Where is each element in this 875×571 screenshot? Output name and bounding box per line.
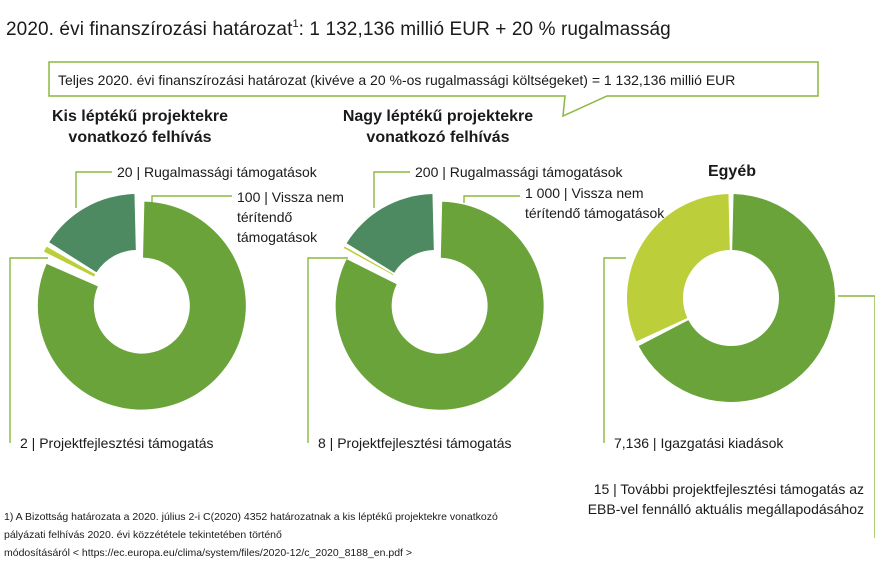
footnote-line-1: 1) A Bizottság határozata a 2020. július… <box>4 511 498 523</box>
callout-text: Teljes 2020. évi finanszírozási határoza… <box>58 72 736 88</box>
footnote-line-3: módosításáról < https://ec.europa.eu/cli… <box>4 547 413 559</box>
page-title: 2020. évi finanszírozási határozat1: 1 1… <box>6 18 671 40</box>
label-other-devsupport: 15 | További projektfejlesztési támogatá… <box>587 481 864 517</box>
callout-box <box>48 61 819 118</box>
label-large-flexibility: 200 | Rugalmassági támogatások <box>415 164 623 180</box>
chart-heading-other: Egyéb <box>707 163 756 180</box>
leader-line-large-grants <box>463 195 520 203</box>
leader-line-small-flex <box>75 171 112 208</box>
leader-line-other-dev <box>838 295 875 538</box>
donut-charts <box>37 194 835 410</box>
footnote-marker: 1 <box>292 18 299 30</box>
donut-slice-small-1 <box>37 201 246 410</box>
label-small-grants: 100 | Vissza nem térítendő támogatások <box>237 189 344 245</box>
label-large-grants: 1 000 | Vissza nem térítendő támogatások <box>525 185 665 221</box>
leader-lines <box>9 171 875 538</box>
donut-slice-large-0 <box>346 194 434 273</box>
donut-slice-small-0 <box>49 194 136 273</box>
leader-line-large-dev <box>307 257 348 443</box>
label-other-admin: 7,136 | Igazgatási kiadások <box>614 435 784 451</box>
donut-slice-other-0 <box>638 194 835 403</box>
label-large-devsupport: 8 | Projektfejlesztési támogatás <box>318 435 512 451</box>
label-small-devsupport: 2 | Projektfejlesztési támogatás <box>20 435 214 451</box>
donut-slice-large-2 <box>343 246 394 275</box>
leader-line-small-dev <box>9 257 48 443</box>
chart-heading-small: Kis léptékű projektekre vonatkozó felhív… <box>51 108 229 146</box>
donut-slice-other-1 <box>627 194 730 342</box>
leader-line-large-flex <box>373 171 410 208</box>
leader-line-small-grants <box>151 195 232 203</box>
donut-slice-large-1 <box>335 201 544 410</box>
donut-slice-small-2 <box>43 246 96 277</box>
leader-line-other-admin <box>603 257 626 443</box>
chart-heading-large: Nagy léptékű projektekre vonatkozó felhí… <box>342 108 534 146</box>
label-small-flexibility: 20 | Rugalmassági támogatások <box>117 164 317 180</box>
footnote-line-2: pályázati felhívás 2020. évi közzététele… <box>4 529 282 541</box>
